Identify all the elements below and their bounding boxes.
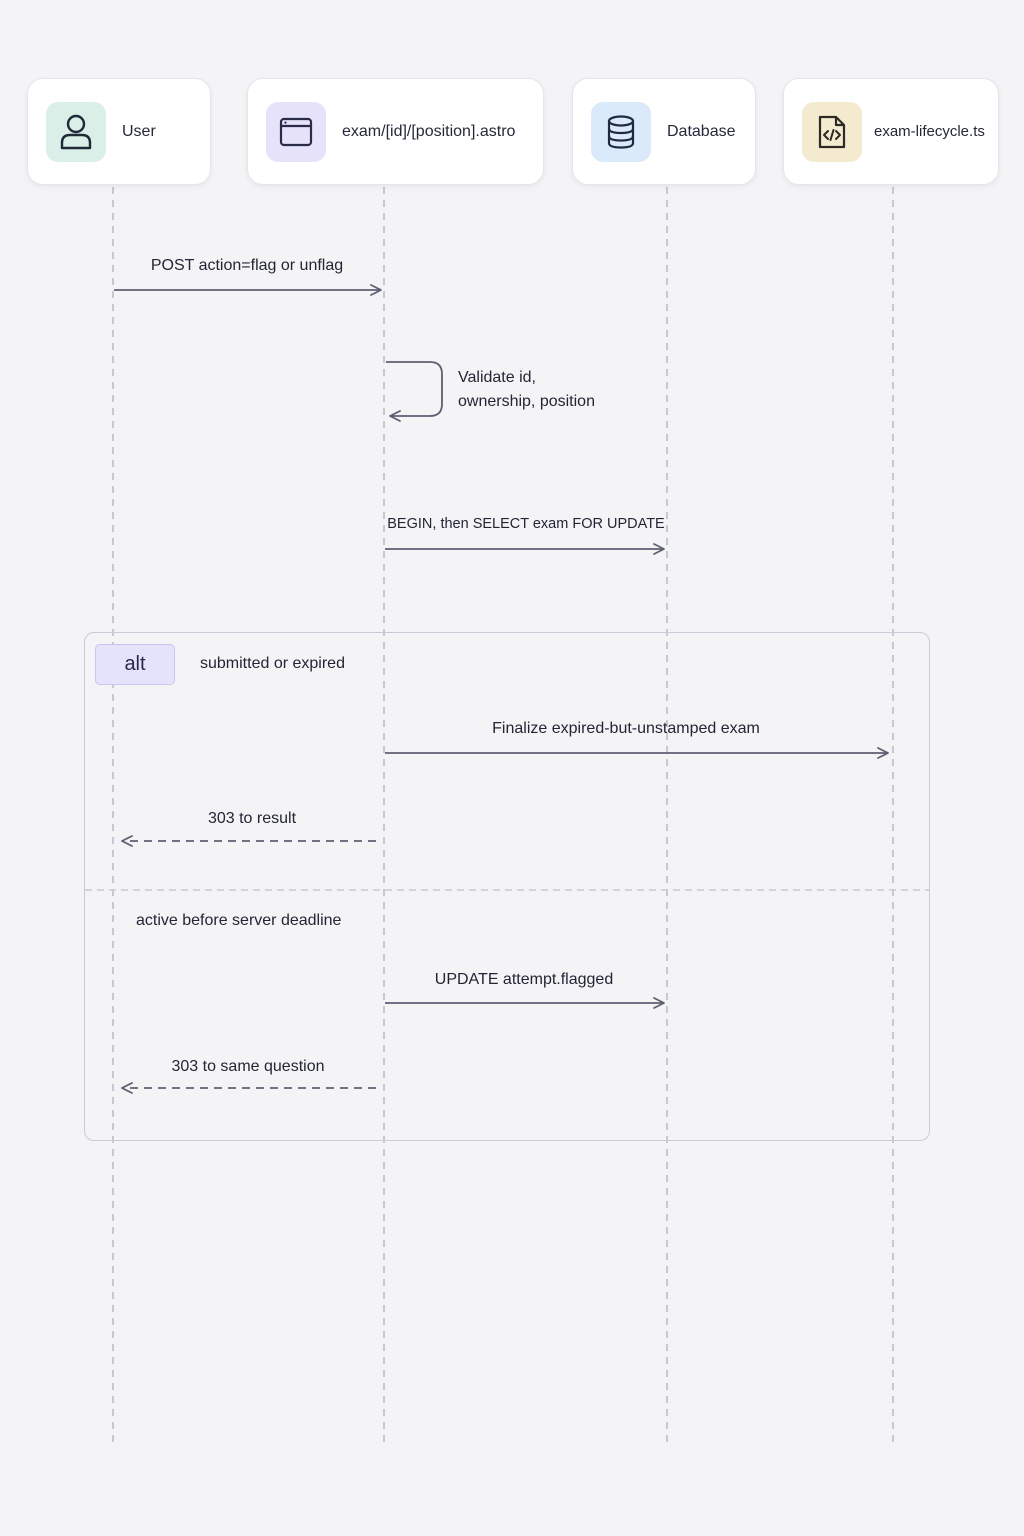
message-label-self-validate: Validate id, ownership, position [458,366,595,414]
guard-submitted-or-expired: submitted or expired [200,655,345,672]
participant-database: Database [572,78,756,185]
person-icon [46,101,106,162]
alt-tag: alt [95,644,175,685]
message-label-303-same: 303 to same question [171,1058,325,1075]
participant-label-lifecycle: exam-lifecycle.ts [874,123,985,140]
participant-page: exam/[id]/[position].astro [247,78,544,185]
message-label-post-action: POST action=flag or unflag [150,257,344,274]
database-icon [591,101,651,162]
participant-label-user: User [122,122,156,140]
participant-user: User [27,78,211,185]
guard-active-before-deadline: active before server deadline [136,912,342,929]
message-label-update-flagged: UPDATE attempt.flagged [434,971,614,988]
message-label-finalize: Finalize expired-but-unstamped exam [492,720,760,737]
browser-window-icon [266,101,326,162]
self-validate-line-2: ownership, position [458,393,595,410]
participant-lifecycle: exam-lifecycle.ts [783,78,999,185]
self-validate-line-1: Validate id, [458,369,536,386]
participant-label-page: exam/[id]/[position].astro [342,122,516,140]
code-file-icon [802,101,862,162]
alt-frame [84,632,930,1141]
message-label-begin-select: BEGIN, then SELECT exam FOR UPDATE [387,516,665,532]
participant-label-database: Database [667,122,736,140]
arrow-self-validate [386,361,443,422]
message-label-303-result: 303 to result [207,810,297,827]
